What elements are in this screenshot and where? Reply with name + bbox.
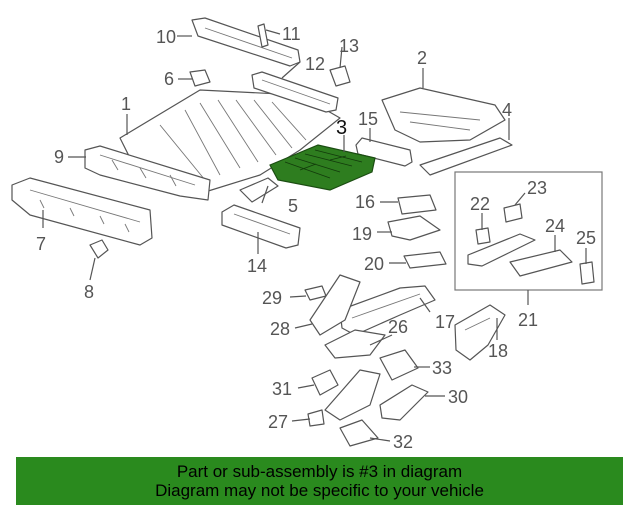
part-16-bracket xyxy=(397,194,437,215)
part-2-panel xyxy=(381,87,506,143)
part-33-bracket xyxy=(379,349,419,381)
part-20-bracket xyxy=(403,251,447,269)
part-18-housing xyxy=(454,304,506,361)
part-30-rail xyxy=(379,384,429,421)
part-27-clip xyxy=(307,409,325,427)
callout-17: 17 xyxy=(435,312,455,332)
callout-20: 20 xyxy=(364,254,384,274)
callout-31: 31 xyxy=(272,379,292,399)
leader-lines xyxy=(42,29,587,442)
callout-26: 26 xyxy=(388,317,408,337)
part-31-bracket xyxy=(311,369,339,396)
part-8-bracket xyxy=(89,239,109,259)
callout-15: 15 xyxy=(358,109,378,129)
callout-4: 4 xyxy=(502,100,512,120)
part-24-bracket xyxy=(509,249,573,277)
callout-33: 33 xyxy=(432,358,452,378)
part-3-highlighted-panel xyxy=(269,144,376,191)
callout-18: 18 xyxy=(488,341,508,361)
callout-21: 21 xyxy=(518,310,538,330)
callout-2: 2 xyxy=(417,48,427,68)
callout-14: 14 xyxy=(247,256,267,276)
part-12-panel xyxy=(251,71,339,113)
callout-23: 23 xyxy=(527,178,547,198)
banner-line-2: Diagram may not be specific to your vehi… xyxy=(155,481,484,500)
parts-diagram: 10 11 12 13 6 2 1 3 15 4 9 5 7 14 16 19 … xyxy=(11,17,603,452)
callout-19: 19 xyxy=(352,224,372,244)
callout-22: 22 xyxy=(470,194,490,214)
part-17-rail xyxy=(339,285,436,336)
info-banner: Part or sub-assembly is #3 in diagram Di… xyxy=(16,457,623,505)
part-rail-21 xyxy=(467,233,536,267)
callout-32: 32 xyxy=(393,432,413,452)
part-13-bracket xyxy=(329,65,351,87)
part-22-bracket xyxy=(475,227,491,245)
part-7-crossmember xyxy=(11,177,153,246)
callout-29: 29 xyxy=(262,288,282,308)
part-26-panel xyxy=(324,329,386,359)
callout-8: 8 xyxy=(84,282,94,302)
part-19-bracket xyxy=(387,215,441,241)
callout-9: 9 xyxy=(54,147,64,167)
callout-28: 28 xyxy=(270,319,290,339)
callout-6: 6 xyxy=(164,69,174,89)
callout-10: 10 xyxy=(156,27,176,47)
part-29-clip xyxy=(304,285,327,301)
part-11-strap xyxy=(257,23,269,48)
callout-13: 13 xyxy=(339,36,359,56)
callout-25: 25 xyxy=(576,228,596,248)
part-23-clip xyxy=(503,203,523,223)
part-4-rail xyxy=(419,137,513,176)
part-5-bracket xyxy=(239,177,279,203)
part-9-rail xyxy=(84,145,211,201)
part-28-bracket xyxy=(309,274,361,336)
part-32-bracket xyxy=(339,419,379,447)
part-25-clip xyxy=(579,261,595,285)
callout-12: 12 xyxy=(305,54,325,74)
callout-24: 24 xyxy=(545,216,565,236)
part-lower-bracket xyxy=(324,369,381,421)
part-6-clip xyxy=(189,69,211,87)
callout-3: 3 xyxy=(336,117,347,139)
callout-labels: 10 11 12 13 6 2 1 3 15 4 9 5 7 14 16 19 … xyxy=(36,24,596,452)
callout-30: 30 xyxy=(448,387,468,407)
callout-1: 1 xyxy=(121,94,131,114)
banner-line-1: Part or sub-assembly is #3 in diagram xyxy=(176,462,463,481)
callout-11: 11 xyxy=(282,24,301,44)
callout-5: 5 xyxy=(288,196,298,216)
part-14-rail xyxy=(221,204,301,249)
callout-7: 7 xyxy=(36,234,46,254)
callout-16: 16 xyxy=(355,192,375,212)
callout-27: 27 xyxy=(268,412,288,432)
